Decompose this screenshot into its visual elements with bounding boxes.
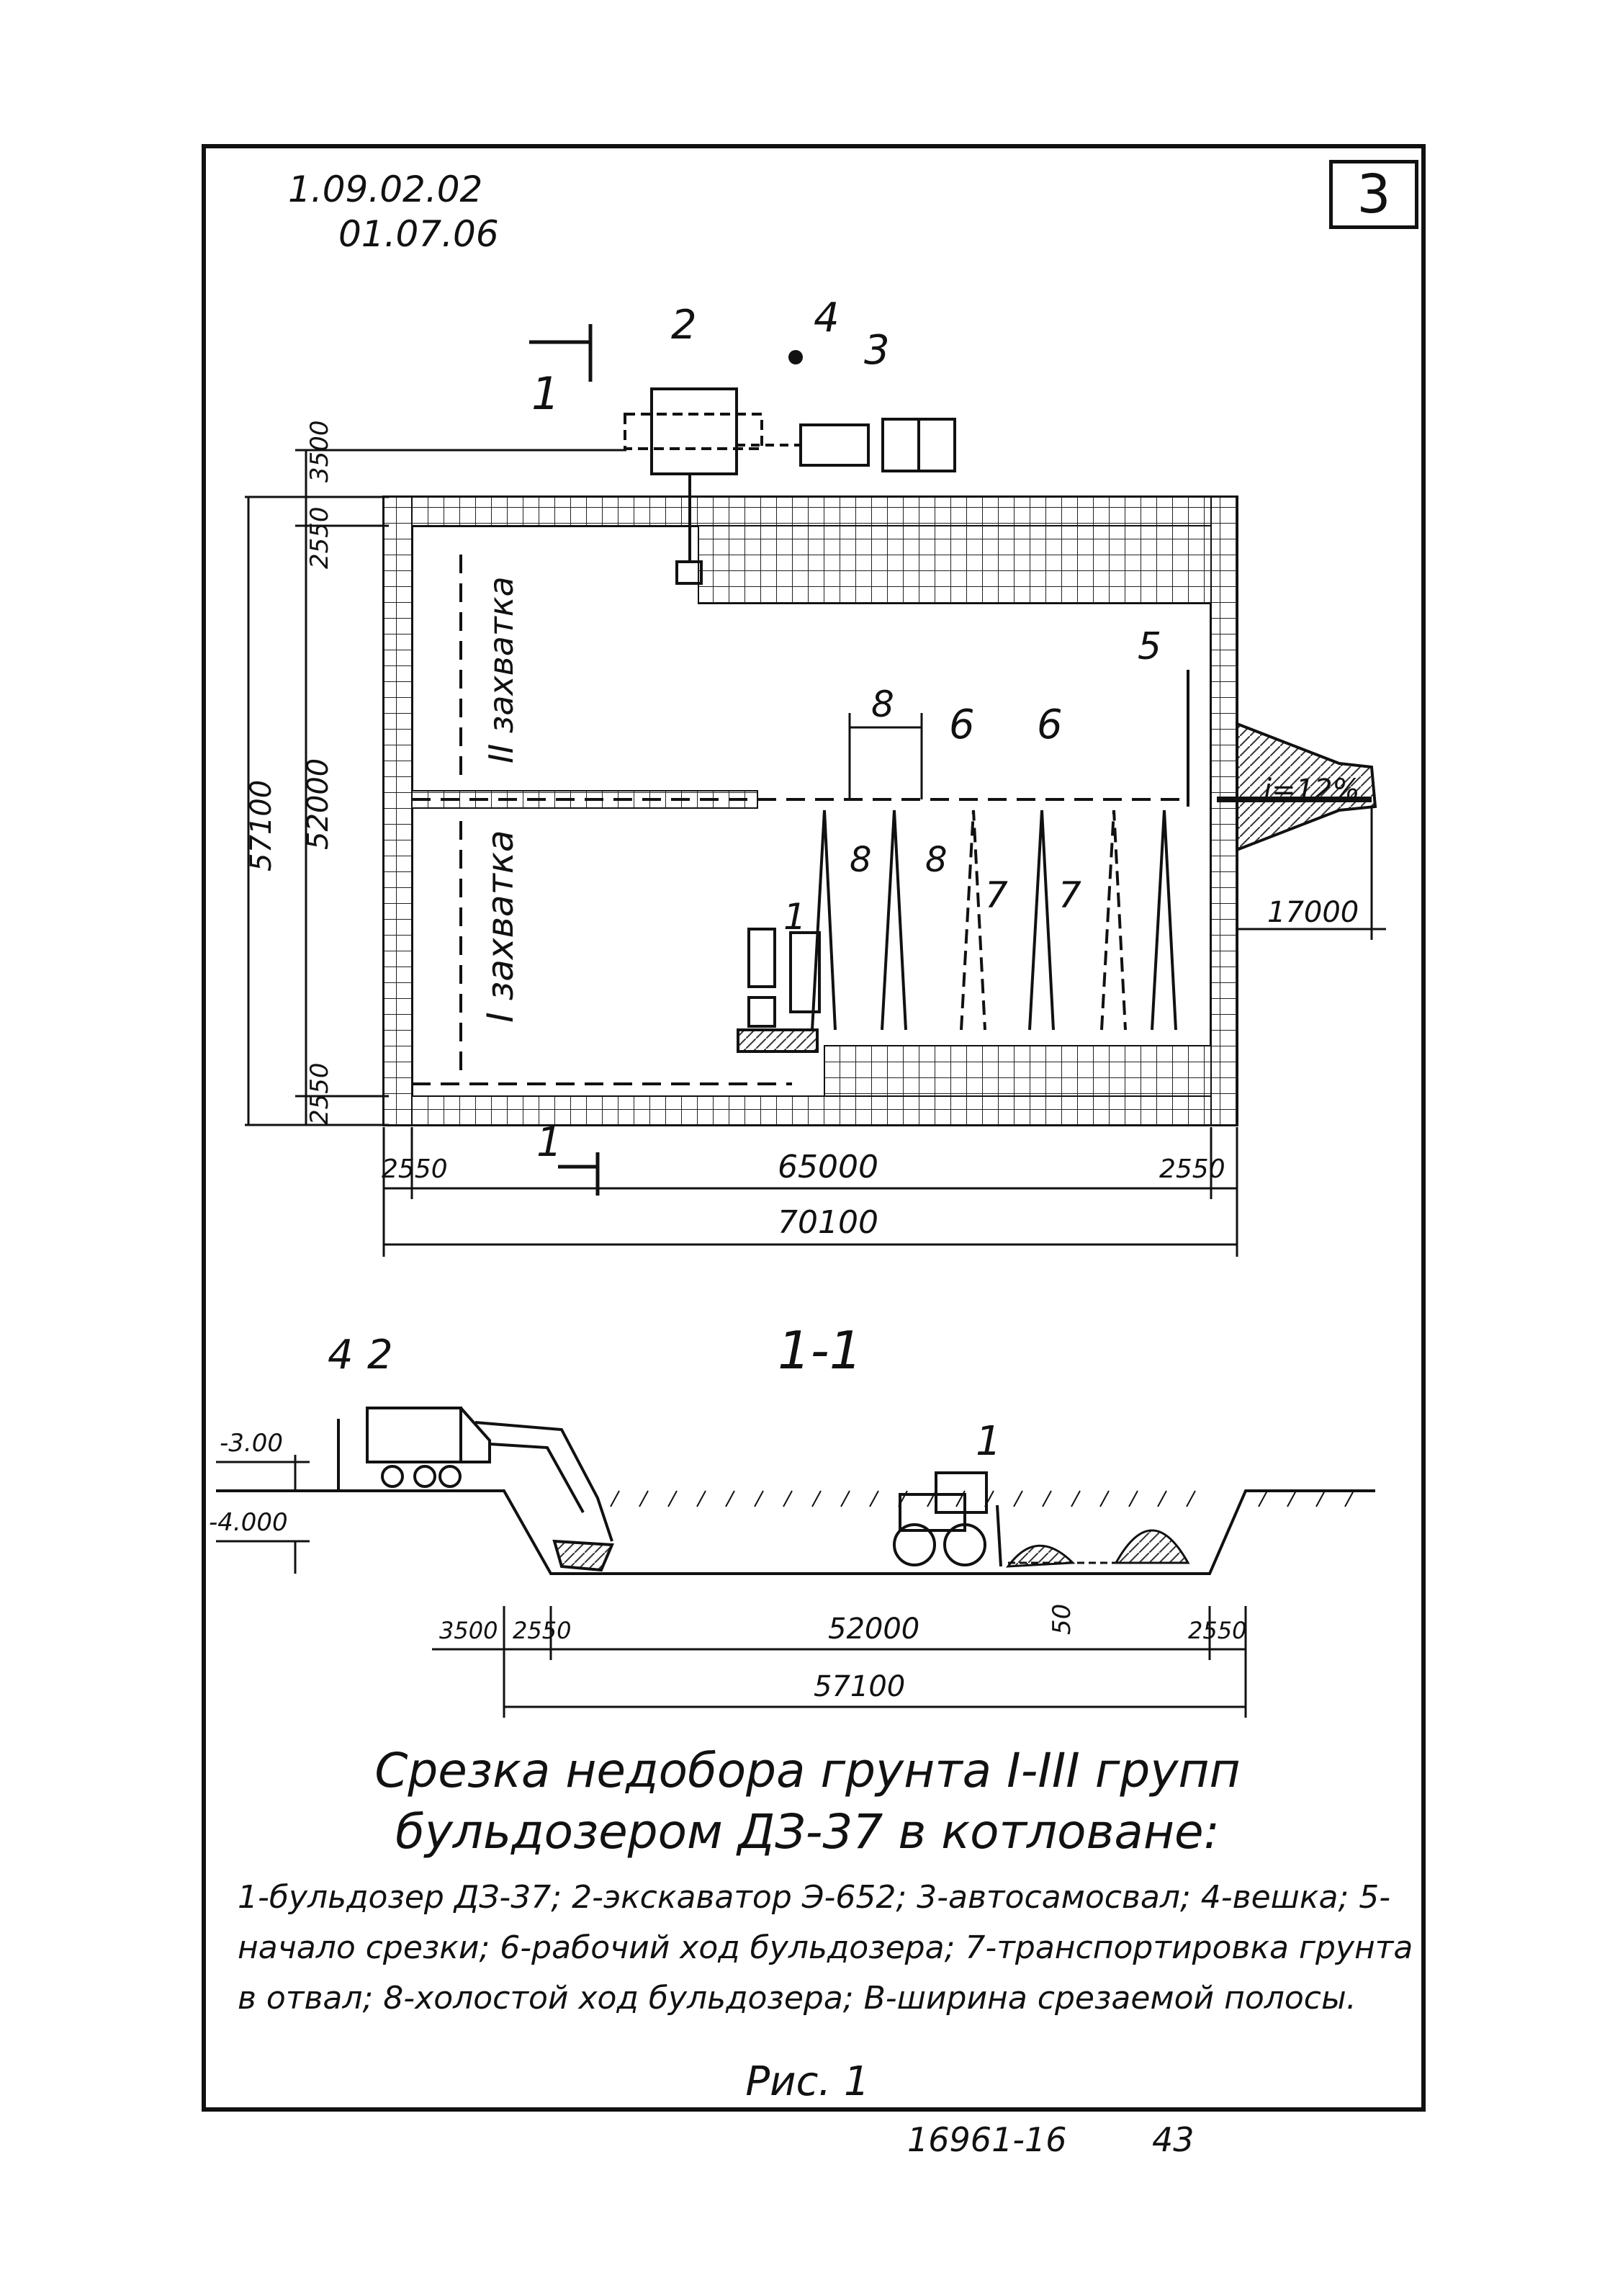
section-mark-bottom: 1 (536, 1119, 562, 1166)
soil-piles (1005, 1529, 1190, 1568)
level-bottom: -4.000 (209, 1508, 288, 1537)
sheet-number: 3 (1329, 160, 1418, 229)
label-start: 5 (1138, 625, 1161, 668)
dim-bottom-right: 2550 (1159, 1154, 1225, 1184)
label-transport-b: 7 (1058, 874, 1081, 916)
label-excavator: 2 (671, 302, 697, 349)
section-title: 1-1 (778, 1320, 863, 1381)
caption-title-line-1: Срезка недобора грунта I-III групп (374, 1743, 1241, 1798)
section-dim-c: 52000 (828, 1613, 919, 1646)
section-cut-top (529, 324, 593, 382)
section-label-excavator: 2 (367, 1332, 393, 1378)
drawing-frame (202, 144, 1426, 2112)
label-work-a: 6 (949, 701, 975, 748)
dim-left-top: 3500 (305, 420, 334, 483)
excavator-plan (624, 387, 763, 585)
section-dimension-lines (432, 1606, 1247, 1718)
figure-label: Рис. 1 (745, 2058, 870, 2105)
excavator-section (366, 1407, 614, 1572)
section-label-bulldozer: 1 (976, 1418, 1002, 1465)
section-profile (216, 1489, 1375, 1575)
bulldozer-passes (811, 670, 1189, 1031)
dim-bottom-middle: 65000 (778, 1149, 878, 1185)
label-idle-b: 8 (925, 840, 948, 880)
label-truck: 3 (864, 327, 890, 374)
dim-left-middle: 52000 (302, 758, 335, 850)
marker-point (788, 350, 803, 364)
label-idle-a: 8 (850, 840, 872, 880)
dim-left-lower: 2550 (305, 1062, 334, 1125)
section-label-marker: 4 (328, 1332, 354, 1378)
dim-bottom-total: 70100 (778, 1204, 878, 1241)
label-strip-width: 8 (871, 683, 894, 725)
level-marks (216, 1455, 310, 1574)
dim-ramp: 17000 (1267, 896, 1359, 929)
section-mark-top: 1 (531, 367, 559, 420)
caption-legend: 1-бульдозер ДЗ-37; 2-экскаватор Э-652; 3… (238, 1879, 1413, 2017)
dump-truck-plan (737, 418, 956, 472)
ground-hatching (610, 1490, 1354, 1507)
zone-label-upper: II захватка (482, 576, 521, 763)
slope-label: i=12% (1264, 773, 1360, 807)
label-marker: 4 (814, 295, 840, 341)
plan-bottom-dimension-lines (382, 807, 1386, 1257)
footer-doc-number: 16961-16 (907, 2120, 1067, 2159)
strip-width-dimension (848, 713, 923, 799)
section-depth: 50 (1048, 1604, 1076, 1635)
label-bulldozer-plan: 1 (783, 896, 806, 938)
bulldozer-section (893, 1471, 1002, 1567)
level-top: -3.00 (220, 1429, 283, 1458)
dim-left-total: 57100 (245, 780, 278, 871)
dim-left-upper: 2550 (305, 506, 334, 569)
label-transport-a: 7 (985, 874, 1008, 916)
bulldozer-plan (737, 928, 821, 1053)
label-work-b: 6 (1037, 701, 1063, 748)
document-code-1: 1.09.02.02 (288, 169, 483, 210)
document-code-2: 01.07.06 (338, 213, 499, 255)
section-dim-d: 2550 (1188, 1617, 1246, 1644)
section-dim-b: 2550 (513, 1617, 571, 1644)
exit-ramp (1236, 722, 1377, 852)
section-dim-a: 3500 (439, 1617, 498, 1644)
caption-title-line-2: бульдозером ДЗ-37 в котловане: (395, 1804, 1220, 1860)
zone-label-lower: I захватка (480, 830, 521, 1023)
section-dim-total: 57100 (814, 1670, 905, 1703)
dim-bottom-left: 2550 (382, 1154, 448, 1184)
slope-hatching (383, 496, 1238, 1126)
zone-boundaries (412, 555, 1181, 1085)
footer-page: 43 (1152, 2120, 1195, 2159)
plan-left-dimension-lines (245, 449, 626, 1126)
